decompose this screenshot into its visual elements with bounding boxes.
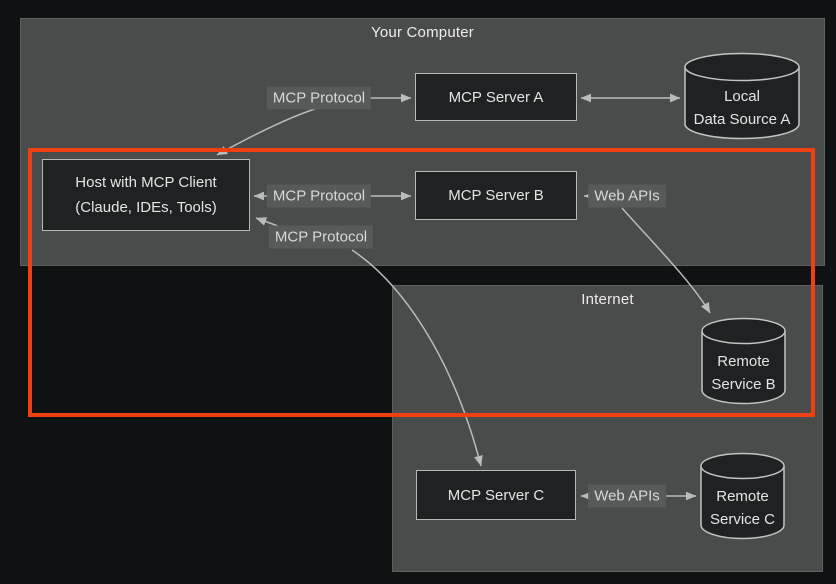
mcp-server-a-label: MCP Server A xyxy=(448,88,544,106)
node-local-data-source-a: Local Data Source A xyxy=(684,52,800,140)
node-mcp-server-c: MCP Server C xyxy=(416,470,576,520)
mcp-server-b-label: MCP Server B xyxy=(448,187,544,204)
edge-label-to-host-right xyxy=(255,217,279,227)
your-computer-title: Your Computer xyxy=(371,24,474,41)
remote-service-b-line1: Remote xyxy=(717,353,770,370)
edge-label-to-server-c xyxy=(351,249,483,467)
database-cylinder-icon xyxy=(700,452,785,540)
node-host-with-mcp-client: Host with MCP Client (Claude, IDEs, Tool… xyxy=(42,159,250,231)
node-remote-service-b: Remote Service B xyxy=(701,317,786,405)
node-mcp-server-a: MCP Server A xyxy=(415,73,577,121)
data-source-a-line1: Local xyxy=(724,88,760,105)
edge-label-mcp-protocol-a: MCP Protocol xyxy=(266,86,372,110)
database-cylinder-icon xyxy=(701,317,786,405)
annotation-highlight-rectangle xyxy=(28,148,815,417)
remote-service-b-line2: Service B xyxy=(711,376,776,393)
mcp-server-c-label: MCP Server C xyxy=(447,486,545,504)
remote-service-c-line1: Remote xyxy=(716,488,769,505)
edge-label-web-apis-c: Web APIs xyxy=(588,484,666,508)
host-label-line1: Host with MCP Client xyxy=(75,174,217,191)
node-remote-service-c: Remote Service C xyxy=(700,452,785,540)
database-cylinder-icon xyxy=(684,52,800,140)
edge-webapis-to-service-b xyxy=(621,207,711,314)
edge-label-web-apis-b: Web APIs xyxy=(588,184,666,208)
node-mcp-server-b: MCP Server B xyxy=(415,171,577,220)
host-label-line2: (Claude, IDEs, Tools) xyxy=(75,199,217,216)
data-source-a-line2: Data Source A xyxy=(693,111,791,128)
internet-title: Internet xyxy=(581,291,634,308)
remote-service-c-line2: Service C xyxy=(709,511,776,528)
edge-label-mcp-protocol-c: MCP Protocol xyxy=(268,225,374,249)
edge-label-to-host-top xyxy=(216,107,319,156)
